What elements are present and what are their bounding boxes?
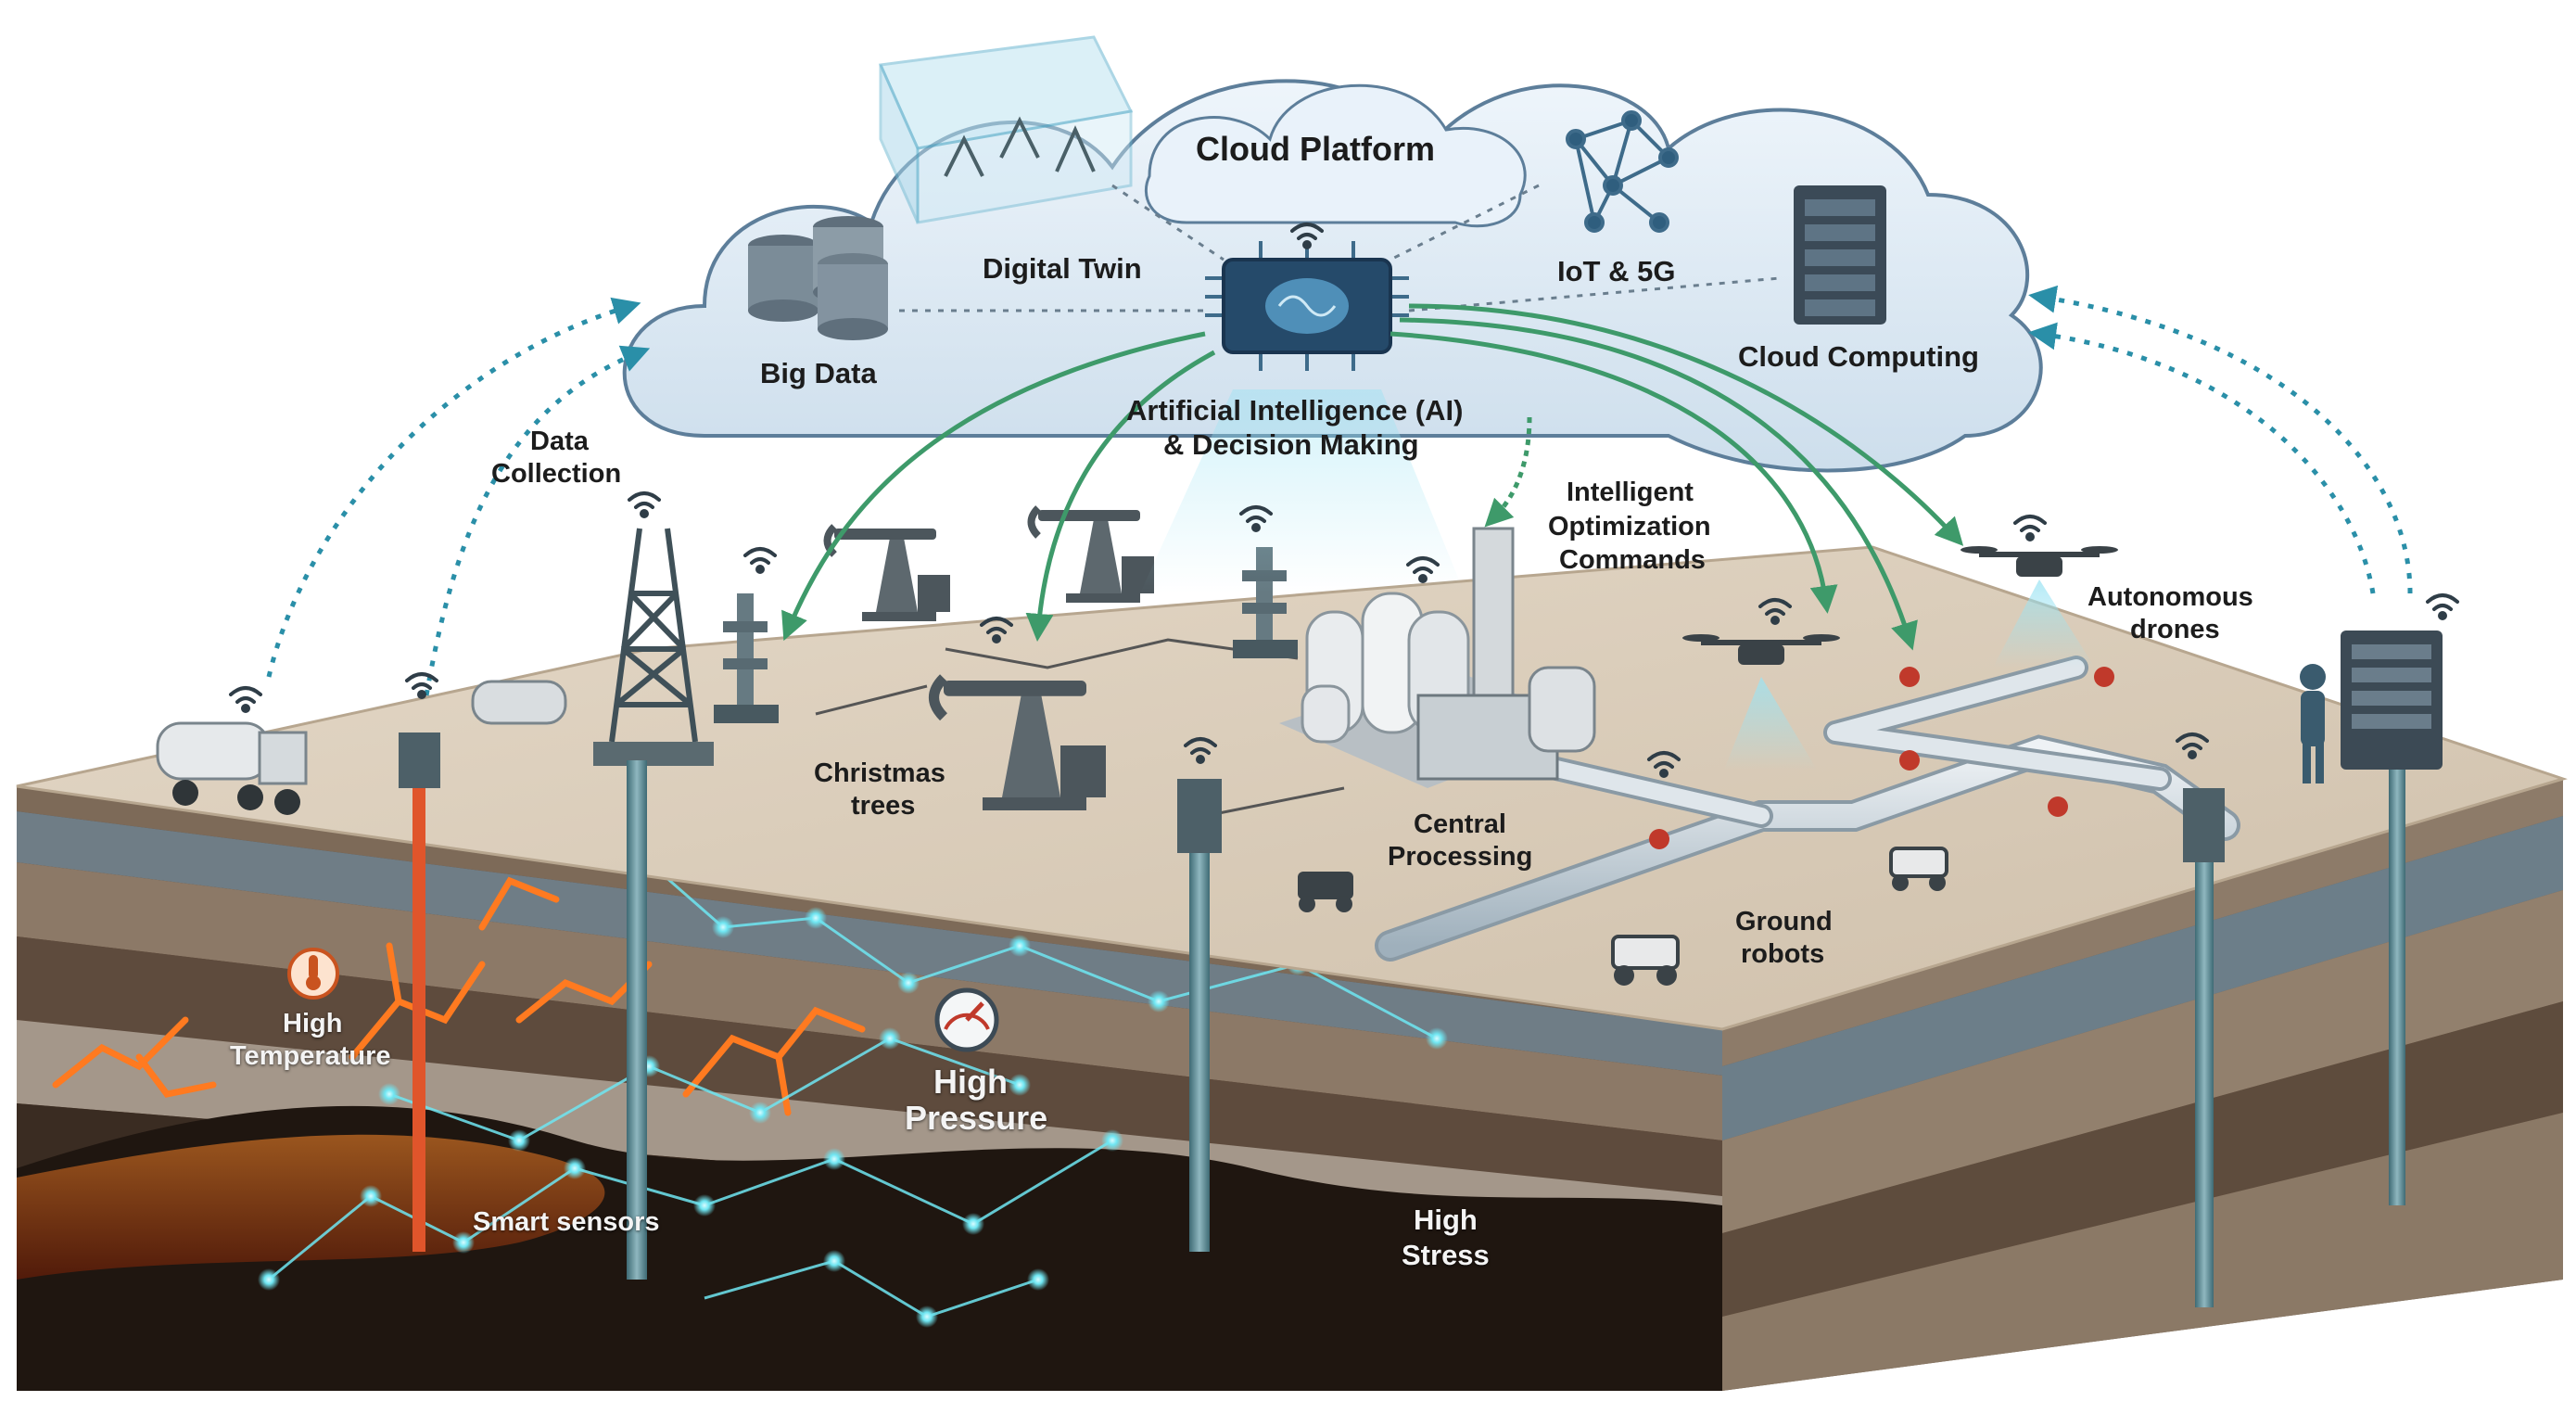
server-rack-icon: [2300, 631, 2443, 783]
christmas-trees-label-1: Christmas: [814, 758, 945, 788]
pumpjack-icon: [823, 505, 1154, 810]
drones-label-2: drones: [2130, 615, 2220, 644]
high-pressure-label-2: Pressure: [905, 1099, 1048, 1137]
big-data-label: Big Data: [760, 357, 877, 389]
data-collection-label-1: Data: [530, 427, 589, 456]
high-temperature-label-2: Temperature: [230, 1041, 391, 1071]
intelligent-label-2: Optimization: [1548, 512, 1711, 541]
cloud-computing-label: Cloud Computing: [1738, 340, 1979, 373]
network-graph-icon: [1566, 110, 1679, 233]
ai-beam: [1140, 389, 1465, 593]
ai-label-line1: Artificial Intelligence (AI): [1126, 394, 1464, 427]
smart-sensors-label: Smart sensors: [473, 1207, 660, 1237]
high-pressure-label-1: High: [933, 1063, 1008, 1101]
high-stress-label-2: Stress: [1402, 1239, 1490, 1271]
cloud-platform-title: Cloud Platform: [1196, 130, 1435, 168]
drones-label-1: Autonomous: [2087, 582, 2253, 612]
ground-robots-label-1: Ground: [1735, 907, 1833, 936]
data-collection-label-2: Collection: [491, 459, 622, 489]
drilling-derrick-icon: [593, 528, 714, 766]
pipeline-valves: [1649, 667, 2114, 849]
pipeline-network: [815, 638, 2240, 962]
thermometer-icon: [287, 948, 339, 1000]
high-temperature-label-1: High: [283, 1009, 343, 1038]
ai-label-line2: & Decision Making: [1163, 428, 1419, 461]
optimization-command-arrows: [781, 303, 1964, 651]
digital-twin-hologram: [878, 35, 1134, 224]
high-stress-label-1: High: [1414, 1204, 1478, 1236]
cloud-server-icon: [1794, 185, 1886, 325]
underground-block: [17, 779, 2563, 1391]
central-processing-label-2: Processing: [1388, 842, 1533, 872]
smart-sensor-nodes: [258, 907, 1448, 1328]
intelligent-label-3: Commands: [1559, 545, 1706, 575]
ground-surface: [16, 545, 2568, 1031]
tanker-truck-icon: [156, 680, 567, 815]
ground-robot-icon: [1298, 847, 1948, 986]
central-processing-label-1: Central: [1414, 809, 1506, 839]
drone-icon: [1682, 546, 2118, 770]
wellbores: [399, 732, 2405, 1307]
data-collection-arrows: [266, 285, 2413, 696]
iot-5g-label: IoT & 5G: [1557, 255, 1676, 287]
digital-twin-label: Digital Twin: [983, 252, 1142, 285]
sensor-network: [268, 860, 1438, 1318]
central-processing-facility: [1279, 527, 1596, 788]
ground-robots-label-2: robots: [1741, 939, 1825, 969]
ai-chip-icon: [1205, 241, 1409, 371]
database-icon: [748, 216, 888, 340]
christmas-trees-label-2: trees: [851, 791, 916, 821]
lava-cracks: [52, 876, 866, 1116]
wifi-icon: [229, 223, 2459, 778]
intelligent-label-1: Intelligent: [1567, 478, 1694, 507]
cloud-platform: [622, 35, 2043, 473]
pressure-gauge-icon: [934, 987, 999, 1052]
